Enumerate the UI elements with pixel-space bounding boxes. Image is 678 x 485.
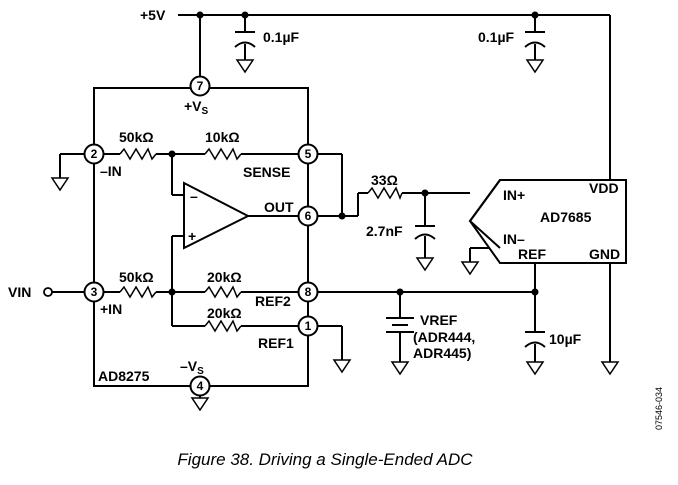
r50k-top-label: 50kΩ xyxy=(119,129,154,145)
ground-icon xyxy=(525,59,545,74)
vs-neg-label: –VS xyxy=(180,358,204,377)
pin-circles xyxy=(83,75,319,397)
adc-name-label: AD7685 xyxy=(540,209,592,225)
r20k-low-label: 20kΩ xyxy=(207,305,242,321)
ground-icon xyxy=(50,177,70,192)
resistor-20k-mid xyxy=(204,285,242,299)
pin-8: 8 xyxy=(305,285,312,299)
ground-icon xyxy=(235,59,255,74)
junction-dots xyxy=(168,11,539,296)
pin-3: 3 xyxy=(91,285,98,299)
adc-gnd-label: GND xyxy=(589,246,620,262)
pin-1: 1 xyxy=(305,319,312,333)
ground-icon xyxy=(190,397,210,412)
resistor-20k-low xyxy=(204,319,242,333)
opamp-plus-label: + xyxy=(188,228,196,244)
pin-5: 5 xyxy=(305,147,312,161)
ground-icon xyxy=(415,257,435,272)
ground-symbols xyxy=(50,59,620,412)
resistor-50k-bottom xyxy=(119,285,157,299)
vin-label: VIN xyxy=(8,284,31,300)
ad7685-notch xyxy=(468,179,501,249)
resistors xyxy=(119,147,403,333)
pin-4: 4 xyxy=(197,379,204,393)
ground-icon xyxy=(390,361,410,376)
plus-in-label: +IN xyxy=(100,301,122,317)
figure-caption: Figure 38. Driving a Single-Ended ADC xyxy=(177,450,473,469)
ground-icon xyxy=(332,359,352,374)
pin-2: 2 xyxy=(91,147,98,161)
vin-terminal xyxy=(43,287,53,297)
ground-icon xyxy=(600,361,620,376)
r33-label: 33Ω xyxy=(371,172,398,188)
cap-01-right-label: 0.1µF xyxy=(478,29,515,45)
adc-ref-label: REF xyxy=(518,246,546,262)
adc-vdd-label: VDD xyxy=(589,180,619,196)
c10u-label: 10µF xyxy=(549,331,582,347)
part-label: AD8275 xyxy=(98,368,150,384)
resistor-50k-top xyxy=(119,147,157,161)
supply-label: +5V xyxy=(140,7,166,23)
cap-01-left-label: 0.1µF xyxy=(263,29,300,45)
out-label: OUT xyxy=(264,199,294,215)
resistor-10k xyxy=(204,147,242,161)
minus-in-label: –IN xyxy=(100,163,122,179)
vs-pos-label: +VS xyxy=(184,98,209,117)
ref1-label: REF1 xyxy=(258,335,294,351)
vref-part-1: (ADR444, xyxy=(413,329,475,345)
vref-label: VREF xyxy=(420,312,458,328)
opamp-minus-label: – xyxy=(190,188,198,204)
ref2-label: REF2 xyxy=(255,293,291,309)
adc-in-plus-label: IN+ xyxy=(503,187,525,203)
c27n-label: 2.7nF xyxy=(366,223,403,239)
ground-icon xyxy=(460,261,480,276)
r50k-bottom-label: 50kΩ xyxy=(119,269,154,285)
pin-6: 6 xyxy=(305,209,312,223)
sense-label: SENSE xyxy=(243,164,290,180)
adc-in-minus-label: IN– xyxy=(503,231,525,247)
r10k-label: 10kΩ xyxy=(205,129,240,145)
vref-part-2: ADR445) xyxy=(413,345,471,361)
side-code: 07546-034 xyxy=(654,387,664,430)
opamp-triangle xyxy=(183,181,251,250)
resistor-33 xyxy=(367,186,403,201)
capacitors xyxy=(234,31,546,348)
pin-7: 7 xyxy=(197,79,204,93)
r20k-mid-label: 20kΩ xyxy=(207,269,242,285)
ground-icon xyxy=(525,361,545,376)
